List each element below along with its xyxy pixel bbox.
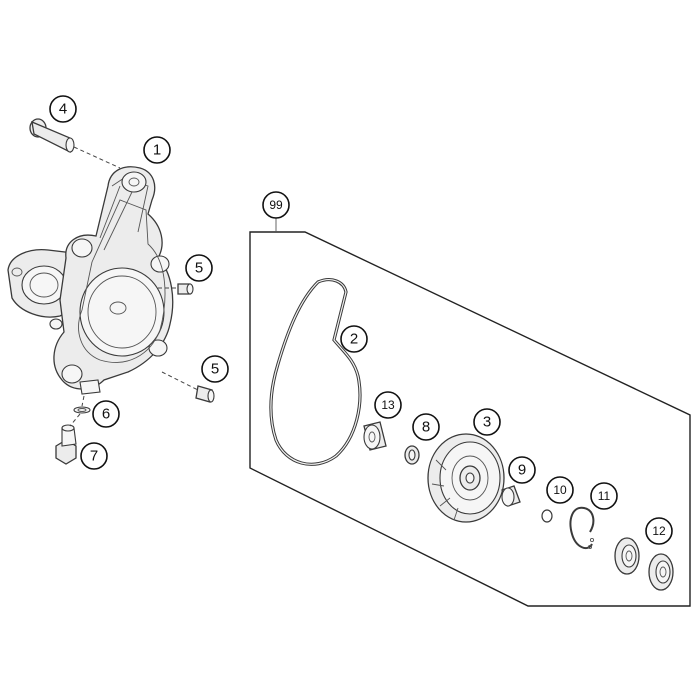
bolt-part-4 [29,118,121,169]
svg-text:9: 9 [518,462,526,479]
svg-text:2: 2 [350,331,358,348]
callout-4: 4 [49,95,77,123]
circlip-part-11 [569,506,595,550]
washer-part-8 [404,445,420,465]
callout-11: 11 [590,482,618,510]
dowel-pin-lower [161,371,215,403]
svg-text:5: 5 [211,361,219,378]
svg-text:1: 1 [153,142,161,159]
water-pump-cover [7,166,174,395]
callout-5-lower: 5 [201,355,229,383]
svg-text:99: 99 [269,198,283,212]
shaft-seal-part-12a [614,537,640,575]
drain-screw-part-7 [55,413,81,465]
svg-text:3: 3 [483,414,491,431]
svg-text:11: 11 [598,489,611,503]
callout-9: 9 [508,456,536,484]
svg-text:8: 8 [422,419,430,436]
svg-text:12: 12 [652,524,666,538]
dowel-pin-upper [158,283,194,295]
seal-ring-part-6 [73,395,91,414]
callout-3: 3 [473,408,501,436]
callout-12: 12 [645,517,673,545]
svg-text:5: 5 [195,260,203,277]
svg-text:6: 6 [102,406,110,423]
svg-text:10: 10 [553,483,567,497]
o-ring-part-10 [541,509,553,523]
bushing-part-13 [363,421,387,451]
callout-13: 13 [374,391,402,419]
svg-text:4: 4 [59,101,67,118]
callout-7: 7 [80,442,108,470]
impeller-part-3 [427,433,505,523]
svg-text:13: 13 [381,398,395,412]
sleeve-part-9 [501,485,521,507]
svg-text:7: 7 [90,448,98,465]
callout-5-upper: 5 [185,254,213,282]
callout-6: 6 [92,400,120,428]
drive-belt-part-2 [269,278,362,466]
callout-10: 10 [546,476,574,504]
callout-8: 8 [412,413,440,441]
callout-1: 1 [143,136,171,164]
kit-99-outline [249,231,691,607]
callout-2: 2 [340,325,368,353]
shaft-seal-part-12b [648,553,674,591]
callout-99: 99 [262,191,290,219]
